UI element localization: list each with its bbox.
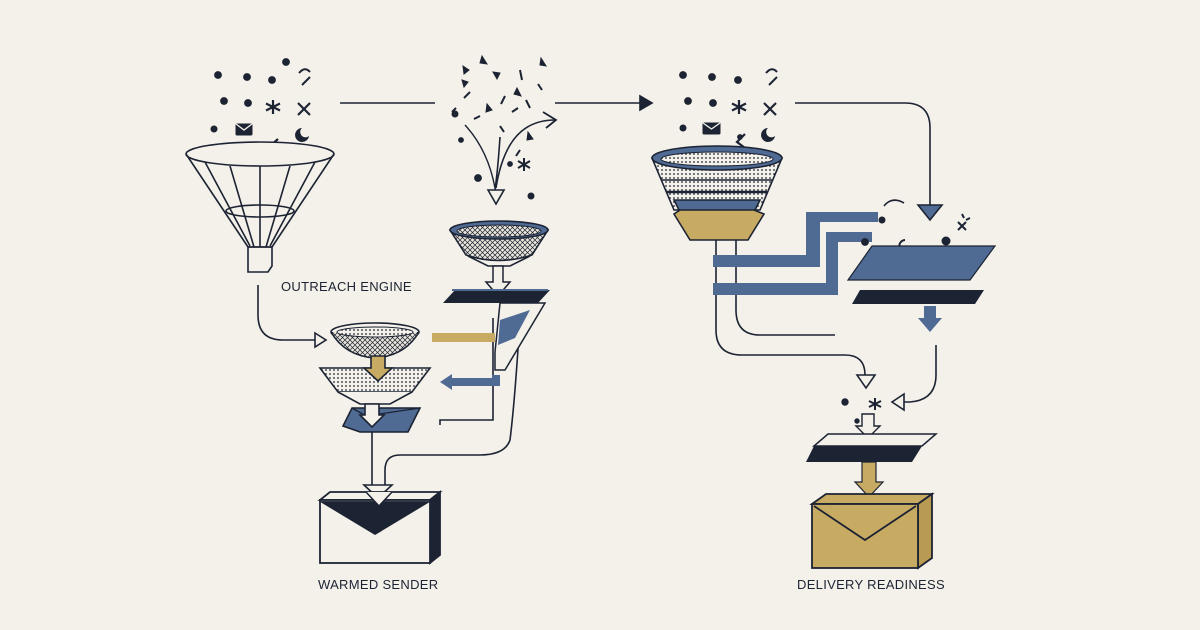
cross-icon (297, 102, 311, 116)
squiggle-icon (765, 68, 778, 86)
filter-stack-left (318, 322, 432, 433)
open-wire-funnel-icon (185, 141, 335, 273)
cone-funnel-icon (650, 145, 784, 241)
warmed-sender-label: WARMED SENDER (318, 577, 439, 592)
particle-cluster-right (679, 68, 778, 149)
asterisk-icon (265, 100, 281, 114)
envelope-icon (702, 122, 721, 135)
asterisk-icon (868, 398, 882, 410)
blade-layer-stack-center (432, 289, 550, 390)
particle-burst-center (451, 54, 548, 200)
mesh-sieve-icon (448, 220, 550, 267)
crescent-icon (761, 128, 775, 142)
delivery-readiness-label: DELIVERY READINESS (797, 577, 945, 592)
outreach-engine-label: OUTREACH ENGINE (281, 279, 412, 294)
asterisk-icon (517, 158, 531, 171)
envelope-box-icon (317, 490, 443, 565)
particle-cluster-bottom (841, 398, 882, 424)
down-arrow-icon (854, 413, 882, 439)
envelope-box-gold-icon (809, 492, 935, 570)
blade-layer-right (846, 245, 997, 332)
blade-layer-bottom (806, 433, 939, 498)
connector-lines-right (555, 94, 944, 412)
asterisk-icon (731, 100, 747, 114)
cross-icon (763, 102, 777, 116)
crescent-icon (295, 128, 309, 142)
ribbon-bands-right (713, 212, 878, 295)
envelope-icon (235, 123, 253, 136)
squiggle-icon (298, 68, 311, 86)
